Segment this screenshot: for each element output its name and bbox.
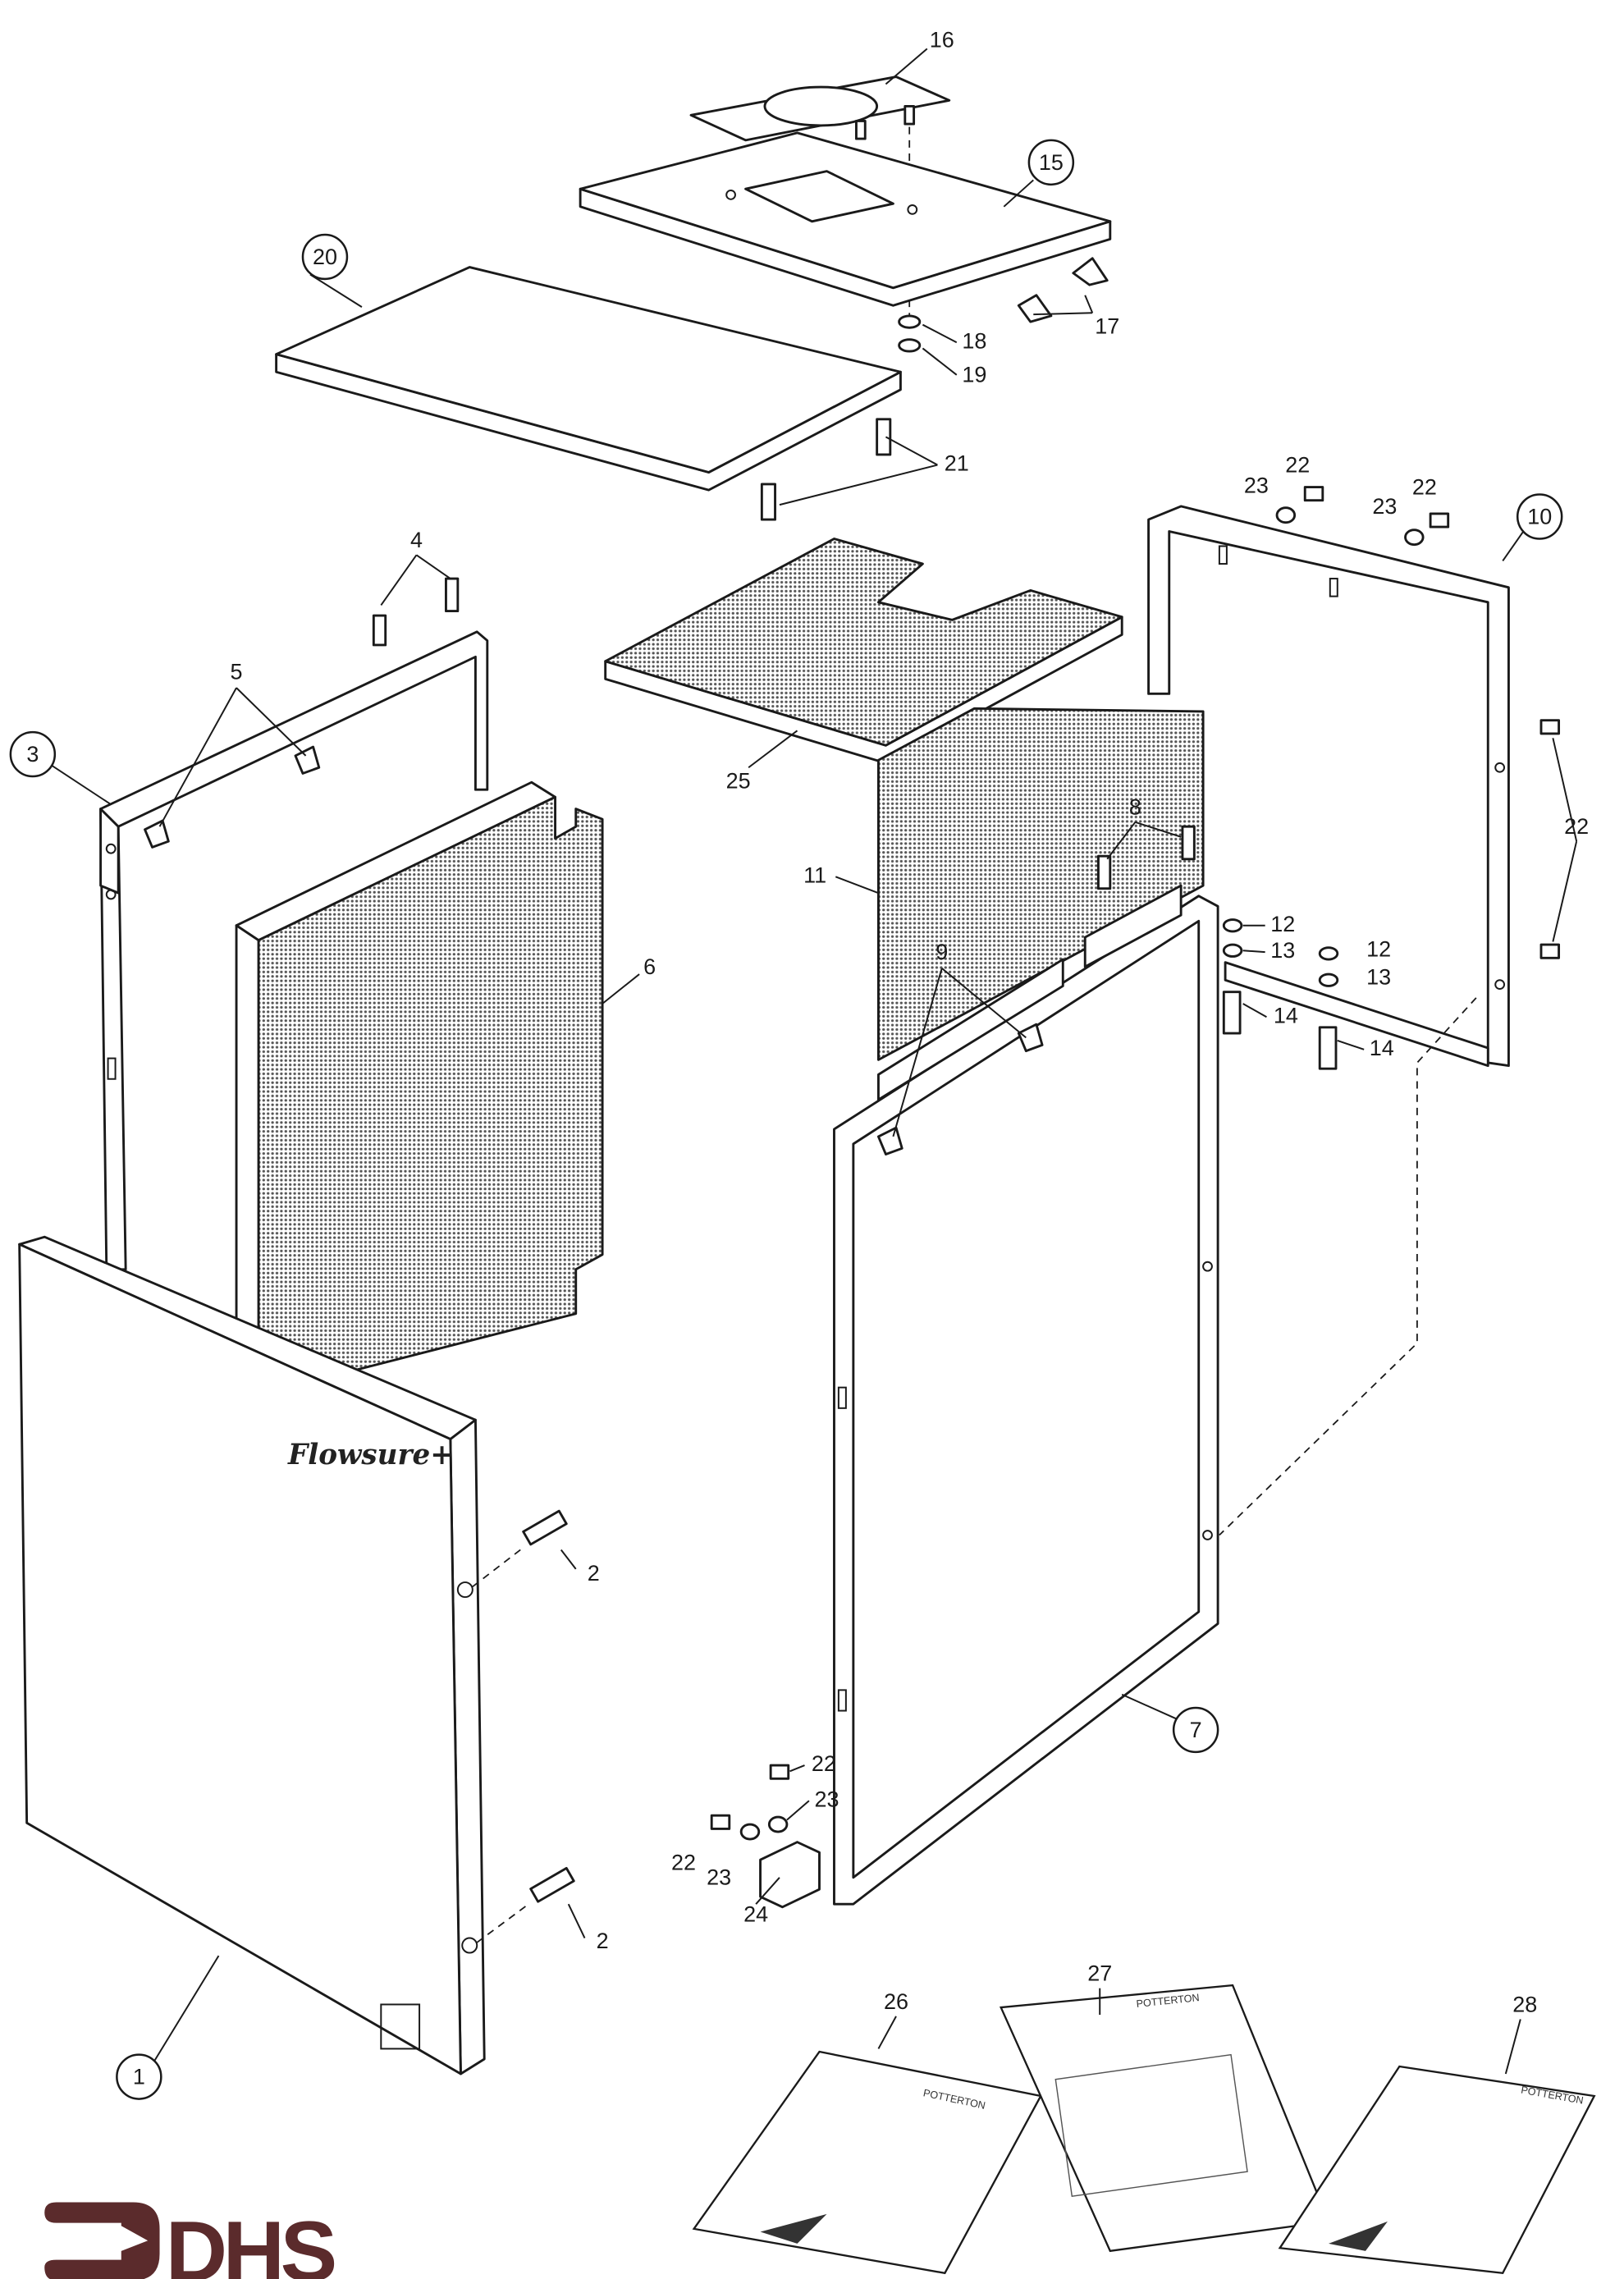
callout-13: 13 — [1366, 965, 1391, 990]
part-7-right-frame — [710, 825, 1219, 1909]
callout-16: 16 — [930, 27, 954, 52]
callout-21: 21 — [945, 451, 969, 476]
callout-12: 12 — [1366, 936, 1391, 961]
part-16-flue-plate — [689, 76, 951, 318]
callout-12: 12 — [1270, 912, 1295, 936]
callout-labels: 16 15 20 17 18 19 21 22 23 22 23 10 4 5 … — [26, 27, 1589, 2089]
callout-2: 2 — [588, 1561, 600, 1586]
callout-14: 14 — [1370, 1036, 1394, 1060]
stud-icon — [760, 418, 892, 521]
callout-10: 10 — [1527, 504, 1552, 529]
callout-3: 3 — [26, 742, 39, 767]
callout-4: 4 — [410, 528, 423, 552]
callout-23: 23 — [1372, 494, 1397, 519]
callout-22: 22 — [1412, 474, 1437, 499]
callout-27: 27 — [1087, 1961, 1112, 1986]
callout-20: 20 — [313, 245, 337, 269]
callout-5: 5 — [231, 659, 243, 684]
callout-23: 23 — [1244, 474, 1269, 498]
part-1-front-panel: Flowsure+ — [18, 1235, 575, 2075]
callout-circles — [9, 139, 1563, 2100]
callout-22: 22 — [671, 1851, 696, 1875]
part-15-top-plate — [579, 131, 1112, 353]
part-6-insulation-side — [235, 780, 604, 1397]
callout-13: 13 — [1270, 938, 1295, 963]
callout-22: 22 — [1285, 452, 1310, 477]
callout-2: 2 — [597, 1929, 609, 1953]
document-28: POTTERTON — [1278, 2065, 1596, 2275]
callout-9: 9 — [936, 940, 948, 964]
arrow-logo-icon — [44, 2202, 160, 2279]
callout-14: 14 — [1274, 1003, 1298, 1027]
callout-22: 22 — [1564, 814, 1589, 839]
callout-15: 15 — [1039, 150, 1064, 175]
logo-text: DHS — [166, 2204, 335, 2279]
callout-1: 1 — [133, 2065, 145, 2089]
callout-19: 19 — [962, 363, 986, 387]
callout-24: 24 — [743, 1902, 768, 1927]
brand-label: Flowsure+ — [287, 1439, 454, 1471]
leader-lines — [49, 48, 1578, 2075]
callout-23: 23 — [814, 1787, 839, 1811]
callout-25: 25 — [726, 768, 751, 793]
callout-6: 6 — [643, 954, 656, 979]
part-25-insulation-top — [604, 538, 1123, 765]
part-20-lid — [275, 266, 902, 521]
callout-11: 11 — [803, 863, 826, 887]
part-11-back-insulation — [876, 707, 1205, 1061]
callout-18: 18 — [962, 328, 986, 353]
document-27: POTTERTON — [999, 1984, 1330, 2253]
callout-26: 26 — [884, 1989, 908, 2014]
callout-7: 7 — [1190, 1718, 1202, 1742]
callout-23: 23 — [707, 1865, 731, 1890]
part-10-rear-frame — [1147, 486, 1561, 1536]
callout-28: 28 — [1512, 1992, 1537, 2016]
document-26: POTTERTON — [692, 2050, 1043, 2275]
callout-22: 22 — [812, 1751, 836, 1776]
callout-17: 17 — [1095, 313, 1119, 338]
callout-8: 8 — [1129, 795, 1141, 820]
dhs-logo: DHS — [44, 2202, 339, 2279]
